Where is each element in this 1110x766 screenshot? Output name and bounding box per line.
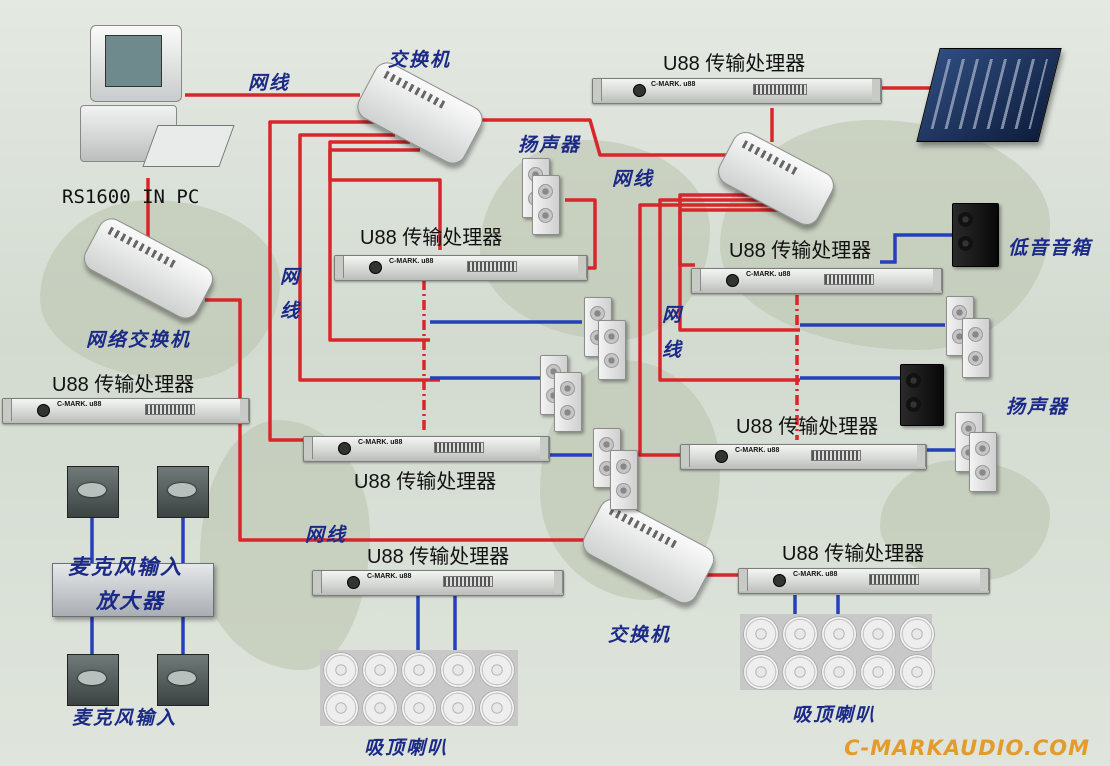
subwoofer-label: 低音音箱 bbox=[1008, 237, 1093, 259]
speaker-black-icon bbox=[900, 364, 944, 426]
amplifier-device bbox=[52, 563, 214, 617]
u88-processor: C-MARK. u88 bbox=[738, 568, 990, 594]
u88-processor: C-MARK. u88 bbox=[312, 570, 564, 596]
ceiling-speaker-icon bbox=[401, 652, 437, 688]
ceiling-speaker-icon bbox=[860, 616, 896, 652]
cable-label: 线 bbox=[662, 339, 684, 361]
network-cable bbox=[470, 118, 730, 157]
ceiling-speaker-icon bbox=[440, 690, 476, 726]
ceiling-speaker-icon bbox=[479, 652, 515, 688]
speaker-label: 扬声器 bbox=[518, 134, 582, 156]
processor-title: U88 传输处理器 bbox=[354, 471, 497, 493]
ceiling-speaker-icon bbox=[479, 690, 515, 726]
pc-icon bbox=[80, 25, 235, 175]
network-cable bbox=[678, 208, 800, 332]
cable-label: 网线 bbox=[612, 168, 655, 190]
mic-input-label: 麦克风输入 bbox=[72, 707, 178, 729]
u88-processor: C-MARK. u88 bbox=[303, 436, 550, 462]
u88-processor: C-MARK. u88 bbox=[592, 78, 882, 104]
audio-cable bbox=[880, 233, 952, 264]
network-cable bbox=[328, 148, 430, 342]
pc-label: RS1600 IN PC bbox=[62, 186, 200, 208]
ceiling-speaker-icon bbox=[743, 654, 779, 690]
cable-label: 网 bbox=[662, 304, 684, 326]
network-cable bbox=[638, 203, 790, 457]
speaker-icon bbox=[532, 175, 560, 235]
amplifier-label: 放大器 bbox=[96, 588, 165, 613]
ceiling-speaker-label: 吸顶喇叭 bbox=[792, 704, 877, 726]
network-cable bbox=[658, 198, 800, 382]
processor-title: U88 传输处理器 bbox=[360, 227, 503, 249]
u88-processor: C-MARK. u88 bbox=[680, 444, 927, 470]
microphone-icon bbox=[157, 654, 209, 706]
ceiling-speaker-icon bbox=[440, 652, 476, 688]
speaker-icon bbox=[969, 432, 997, 492]
watermark-logo: C-MARKAUDIO.COM bbox=[844, 736, 1090, 760]
speaker-icon bbox=[962, 318, 990, 378]
processor-title: U88 传输处理器 bbox=[782, 543, 925, 565]
ceiling-speaker-icon bbox=[821, 616, 857, 652]
microphone-icon bbox=[157, 466, 209, 518]
map-continent bbox=[880, 460, 1050, 580]
network-cable bbox=[298, 133, 440, 382]
processor-title: U88 传输处理器 bbox=[663, 53, 806, 75]
cable-label: 网线 bbox=[305, 524, 348, 546]
ceiling-speaker-icon bbox=[782, 654, 818, 690]
ceiling-speaker-icon bbox=[743, 616, 779, 652]
ceiling-speaker-panel-left bbox=[320, 650, 518, 726]
subwoofer-icon bbox=[952, 203, 999, 267]
ceiling-speaker-icon bbox=[362, 690, 398, 726]
network-cable bbox=[268, 120, 380, 442]
ceiling-speaker-icon bbox=[323, 652, 359, 688]
speaker-label: 扬声器 bbox=[1006, 396, 1070, 418]
ceiling-speaker-icon bbox=[899, 616, 935, 652]
network-cable bbox=[565, 198, 597, 270]
ceiling-speaker-panel-right bbox=[740, 614, 935, 690]
network-cable bbox=[205, 298, 600, 542]
cable-label: 网 bbox=[280, 266, 302, 288]
ceiling-speaker-label: 吸顶喇叭 bbox=[364, 737, 449, 759]
u88-processor: C-MARK. u88 bbox=[2, 398, 250, 424]
ceiling-speaker-icon bbox=[401, 690, 437, 726]
u88-processor: C-MARK. u88 bbox=[334, 255, 588, 281]
switch-label: 交换机 bbox=[608, 624, 672, 646]
switch-label: 网络交换机 bbox=[86, 329, 192, 351]
ceiling-speaker-icon bbox=[323, 690, 359, 726]
ceiling-speaker-icon bbox=[821, 654, 857, 690]
microphone-icon bbox=[67, 466, 119, 518]
mixer-console bbox=[916, 48, 1062, 142]
ceiling-speaker-icon bbox=[782, 616, 818, 652]
microphone-icon bbox=[67, 654, 119, 706]
speaker-icon bbox=[554, 372, 582, 432]
cable-label: 线 bbox=[280, 300, 302, 322]
ceiling-speaker-icon bbox=[899, 654, 935, 690]
processor-title: U88 传输处理器 bbox=[52, 374, 195, 396]
mic-input-label: 麦克风输入 bbox=[68, 554, 183, 579]
speaker-icon bbox=[598, 320, 626, 380]
switch-label: 交换机 bbox=[388, 49, 452, 71]
processor-title: U88 传输处理器 bbox=[367, 546, 510, 568]
ceiling-speaker-icon bbox=[362, 652, 398, 688]
speaker-icon bbox=[610, 450, 638, 510]
processor-title: U88 传输处理器 bbox=[729, 240, 872, 262]
cable-label: 网线 bbox=[248, 72, 291, 94]
ceiling-speaker-icon bbox=[860, 654, 896, 690]
u88-processor: C-MARK. u88 bbox=[691, 268, 943, 294]
processor-title: U88 传输处理器 bbox=[736, 416, 879, 438]
